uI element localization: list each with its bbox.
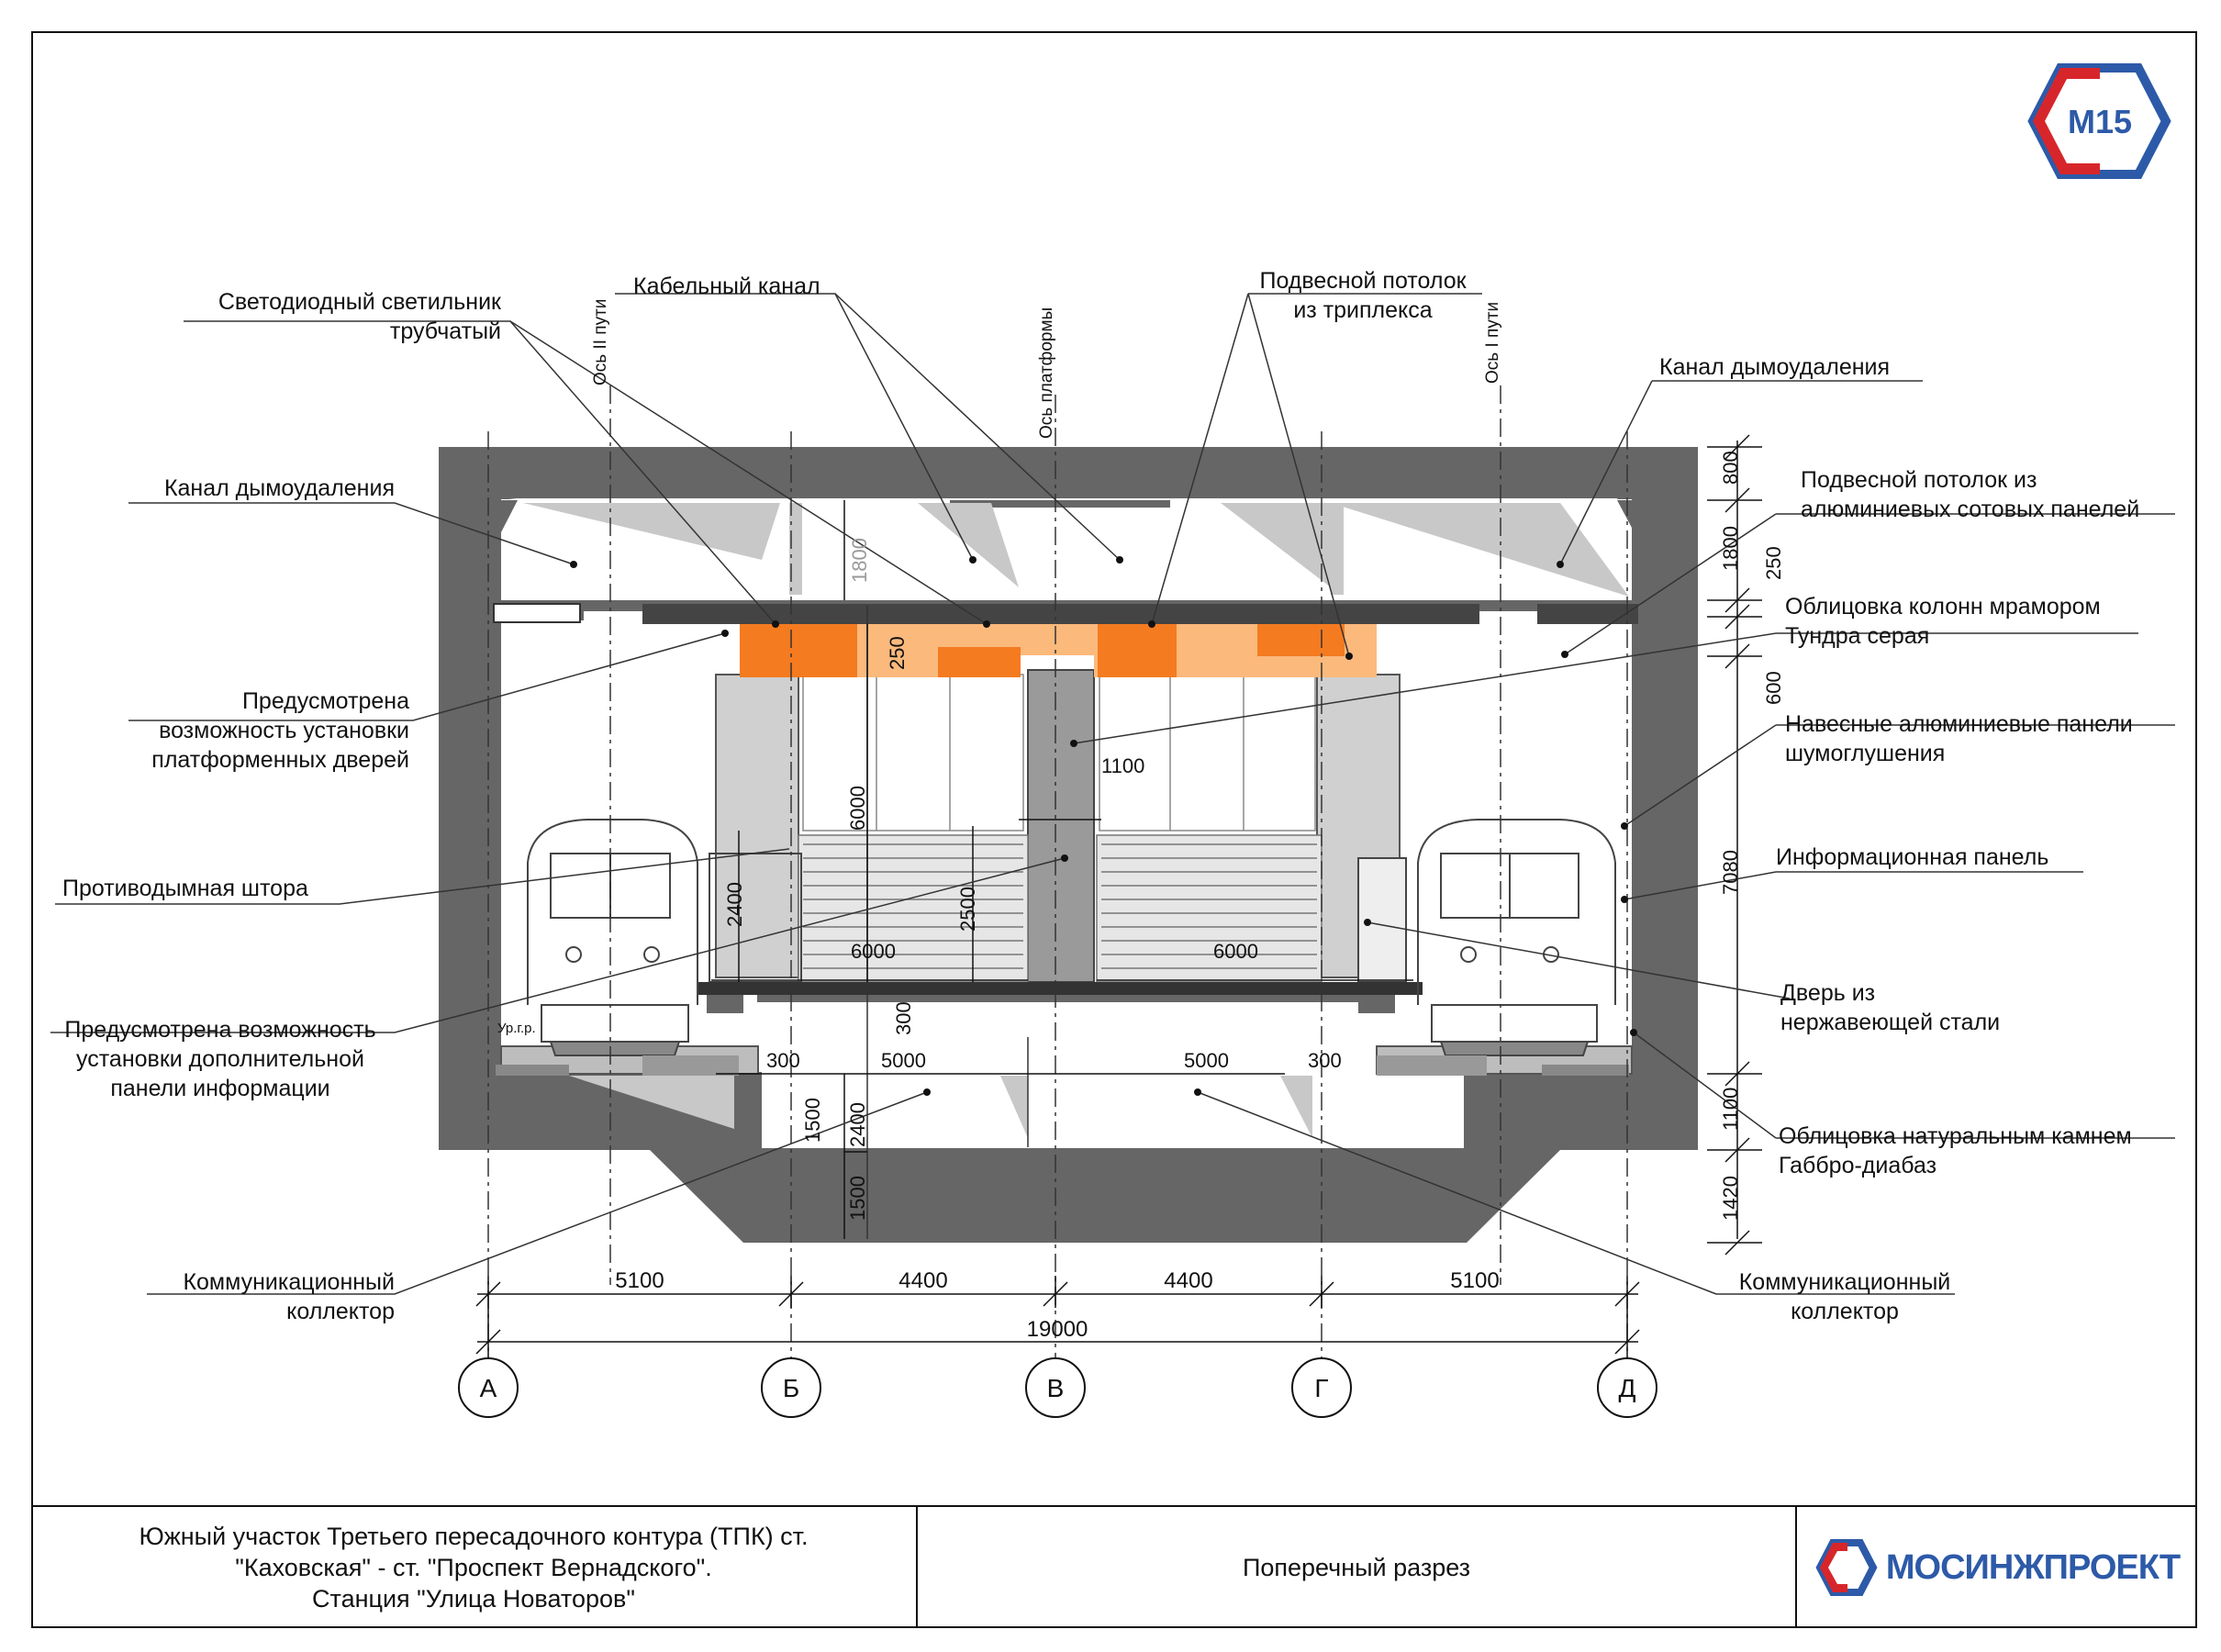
central-column <box>1027 669 1095 983</box>
dim-2500: 2500 <box>956 887 979 932</box>
dim-300-right: 300 <box>1308 1049 1342 1072</box>
company-name: МОСИНЖПРОЕКТ <box>1885 1548 2181 1587</box>
callout-ceiling-triplex: Подвесной потолок из триплекса <box>1259 268 1467 323</box>
dim-1800-inner: 1800 <box>848 538 871 583</box>
dim-1500-b: 1500 <box>846 1176 869 1221</box>
dim-total: 19000 <box>1027 1317 1088 1342</box>
axis-label-g: Г <box>1314 1374 1328 1402</box>
right-dimension-chain <box>1707 434 1762 1256</box>
axis-track-2-label: Ось II пути <box>591 299 610 385</box>
dim-5100-right: 5100 <box>1450 1268 1499 1293</box>
callout-cable-channel: Кабельный канал <box>633 273 820 299</box>
company-logo-icon <box>1815 1539 1878 1596</box>
callout-gabbro-facing: Облицовка натуральным камнем Габбро-диаб… <box>1779 1123 2132 1178</box>
dim-5000-right: 5000 <box>1184 1049 1229 1072</box>
dim-250-right: 250 <box>1762 546 1785 580</box>
dim-1420: 1420 <box>1719 1176 1742 1221</box>
left-wall-panel <box>715 674 799 978</box>
callout-platform-doors: Предусмотрена возможность установки плат… <box>151 688 409 773</box>
callout-collector-left: Коммуникационный коллектор <box>183 1269 395 1324</box>
dim-300-vertical: 300 <box>892 1001 915 1035</box>
bottom-dimension-chain <box>475 1276 1640 1358</box>
axis-label-a: А <box>480 1374 497 1402</box>
ceiling-triplex <box>740 624 1377 677</box>
dim-4400-left: 4400 <box>898 1268 947 1293</box>
company-cell: МОСИНЖПРОЕКТ <box>1797 1507 2197 1628</box>
callout-extra-info-panel: Предусмотрена возможность установки допо… <box>64 1017 376 1101</box>
platform-slab <box>698 982 1423 995</box>
drawing-title: Поперечный разрез <box>1242 1554 1471 1581</box>
train-left <box>527 819 698 1056</box>
dim-4400-right: 4400 <box>1164 1268 1212 1293</box>
dim-7080: 7080 <box>1719 850 1742 895</box>
callout-collector-right: Коммуникационный коллектор <box>1738 1269 1951 1324</box>
dim-1800-right: 1800 <box>1719 526 1742 571</box>
inner-dimension-lines <box>711 500 1413 1239</box>
callout-smoke-curtain: Противодымная штора <box>62 876 308 901</box>
dim-5100-left: 5100 <box>615 1268 664 1293</box>
ceiling-slab <box>642 604 1479 624</box>
drawing-frame <box>31 31 2197 1628</box>
dim-6000-right: 6000 <box>1213 940 1258 963</box>
drawing-title-cell: Поперечный разрез <box>918 1507 1797 1628</box>
m15-logo: М15 <box>2027 63 2171 179</box>
dim-2400-door: 2400 <box>723 882 746 927</box>
dim-6000-vertical: 6000 <box>846 786 869 831</box>
dim-1500-a: 1500 <box>801 1098 824 1143</box>
leader-lines <box>50 293 2175 1295</box>
callout-led: Светодиодный светильник трубчатый <box>218 289 501 344</box>
gabbro-facing <box>496 1055 1629 1076</box>
axis-label-d: Д <box>1619 1374 1636 1402</box>
dim-600: 600 <box>1762 671 1785 705</box>
callout-marble-columns: Облицовка колонн мрамором Тундра серая <box>1785 594 2101 649</box>
axis-bubbles <box>458 1357 1657 1418</box>
axis-track-1-label: Ось I пути <box>1483 302 1502 384</box>
callout-steel-door: Дверь из нержавеющей стали <box>1780 980 2001 1035</box>
m15-logo-text: М15 <box>2068 103 2132 140</box>
project-title: Южный участок Третьего пересадочного кон… <box>139 1523 809 1613</box>
dim-5000-left: 5000 <box>881 1049 926 1072</box>
axis-label-b: Б <box>783 1374 799 1402</box>
dim-1100-right: 1100 <box>1719 1088 1742 1131</box>
callout-info-panel: Информационная панель <box>1776 844 2049 870</box>
axis-label-v: В <box>1047 1374 1065 1402</box>
dim-800: 800 <box>1719 451 1742 485</box>
dim-300-left: 300 <box>766 1049 800 1072</box>
callout-noise-panels: Навесные алюминиевые панели шумоглушения <box>1785 711 2133 766</box>
title-block: Южный участок Третьего пересадочного кон… <box>31 1505 2197 1628</box>
dim-6000-left: 6000 <box>851 940 896 963</box>
level-mark-label: Ур.г.р. <box>497 1021 536 1036</box>
dim-2400-lower: 2400 <box>846 1102 869 1147</box>
train-right <box>1417 819 1616 1056</box>
callout-smoke-channel-left: Канал дымоудаления <box>163 475 395 501</box>
callout-smoke-channel-right: Канал дымоудаления <box>1659 354 1891 380</box>
axis-platform-label: Ось платформы <box>1037 307 1056 439</box>
project-title-cell: Южный участок Третьего пересадочного кон… <box>31 1507 918 1628</box>
dim-250-inner: 250 <box>886 636 909 670</box>
dim-1100-column: 1100 <box>1101 754 1144 777</box>
leader-dots <box>570 556 1637 1096</box>
callout-ceiling-aluminium: Подвесной потолок из алюминиевых сотовых… <box>1801 467 2140 522</box>
